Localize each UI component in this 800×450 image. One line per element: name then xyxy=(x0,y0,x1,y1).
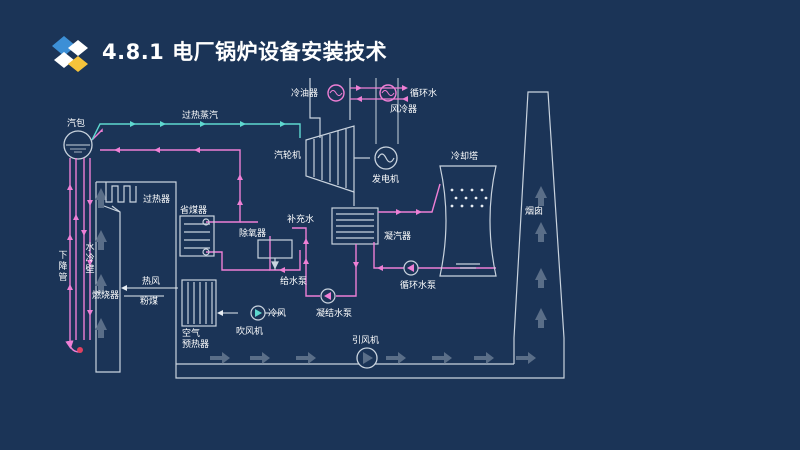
svg-text:给水泵: 给水泵 xyxy=(280,275,307,287)
oil-cooler xyxy=(327,84,345,102)
economizer xyxy=(179,215,215,257)
loop-arrows xyxy=(279,209,422,273)
blower xyxy=(250,305,282,321)
induced-fan xyxy=(356,347,378,369)
page-title: 4.8.1 电厂锅炉设备安装技术 xyxy=(102,40,388,64)
bottom-header xyxy=(77,347,83,353)
svg-text:补充水: 补充水 xyxy=(287,213,314,225)
deaerator xyxy=(257,239,293,270)
svg-text:循环水泵: 循环水泵 xyxy=(400,279,436,291)
svg-text:吹风机: 吹风机 xyxy=(236,325,263,337)
label-burner: 燃烧器 xyxy=(92,289,119,301)
svg-text:汽轮机: 汽轮机 xyxy=(274,149,301,161)
svg-text:汽包: 汽包 xyxy=(67,117,85,129)
boiler-furnace xyxy=(95,181,565,379)
tube-arrows xyxy=(67,184,93,316)
hot-air-line xyxy=(121,285,238,316)
svg-text:冷油器: 冷油器 xyxy=(291,87,318,99)
svg-text:除氧器: 除氧器 xyxy=(239,227,266,239)
air-preheater xyxy=(181,279,217,327)
svg-text:凝汽器: 凝汽器 xyxy=(384,230,411,242)
superheater xyxy=(105,182,137,203)
label-air-preheater: 空气 xyxy=(182,327,200,339)
svg-text:省煤器: 省煤器 xyxy=(180,204,207,216)
cooling-tower xyxy=(439,165,497,277)
svg-text:冷风: 冷风 xyxy=(268,307,286,319)
turbine xyxy=(305,78,370,206)
condenser xyxy=(331,207,379,245)
svg-text:过热器: 过热器 xyxy=(143,193,170,205)
superheated-steam-line xyxy=(91,123,301,141)
condensate-pump xyxy=(320,288,336,304)
flue-gas-arrows xyxy=(95,186,547,364)
logo-icon xyxy=(52,36,88,72)
svg-text:粉煤: 粉煤 xyxy=(140,295,158,307)
steam-arrows xyxy=(130,121,286,127)
cooling-tower-spray xyxy=(450,188,488,208)
circulating-pump xyxy=(403,260,419,276)
chimney xyxy=(176,91,565,365)
label-downcomer: 下降管 xyxy=(58,251,67,283)
svg-text:引风机: 引风机 xyxy=(352,334,379,346)
air-cooler xyxy=(375,78,399,144)
steam-drum xyxy=(63,130,93,160)
cooling-water-arrows xyxy=(356,85,408,102)
diagram-labels: 汽包 过热蒸汽 冷油器 风冷器 循环水 汽轮机 发电机 冷却塔 过热器 省煤器 … xyxy=(67,87,543,346)
feedwater-arrows xyxy=(114,147,243,205)
label-water-wall: 水冷壁 xyxy=(85,241,94,275)
svg-text:凝结水泵: 凝结水泵 xyxy=(316,307,352,319)
generator xyxy=(374,146,398,170)
svg-text:烟囱: 烟囱 xyxy=(525,205,543,217)
svg-text:热风: 热风 xyxy=(142,275,160,287)
svg-text:过热蒸汽: 过热蒸汽 xyxy=(182,109,218,121)
svg-text:发电机: 发电机 xyxy=(372,173,399,185)
svg-text:循环水: 循环水 xyxy=(410,87,437,99)
label-air-preheater: 预热器 xyxy=(182,338,209,350)
svg-text:风冷器: 风冷器 xyxy=(390,103,417,115)
svg-text:冷却塔: 冷却塔 xyxy=(451,150,478,162)
